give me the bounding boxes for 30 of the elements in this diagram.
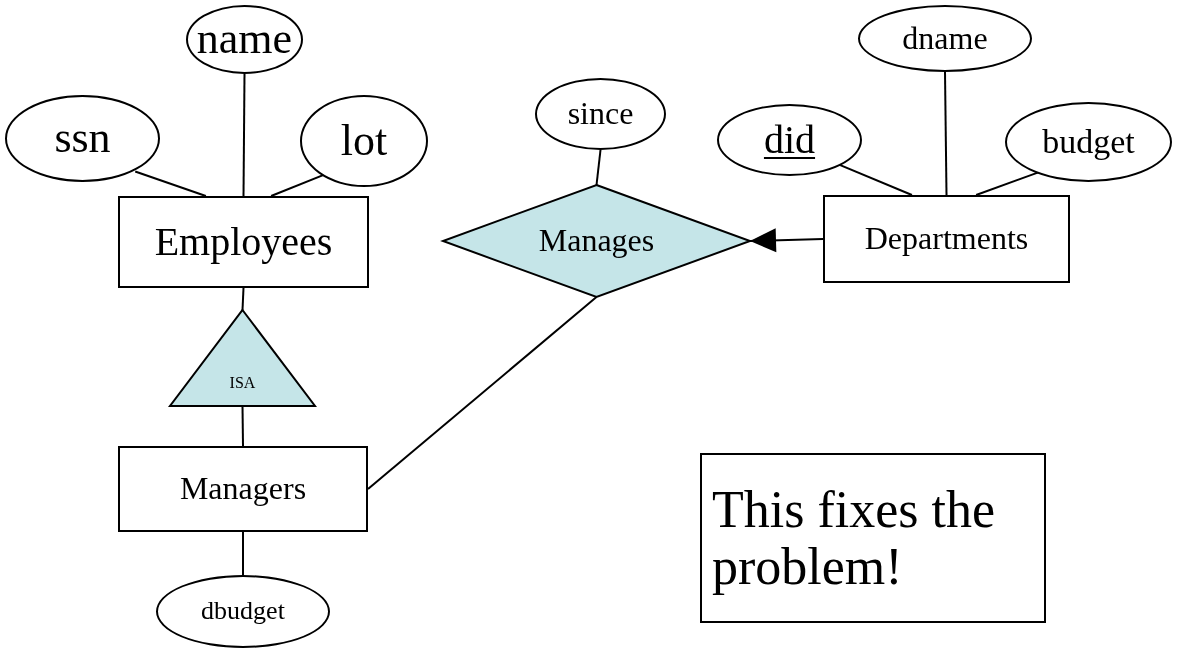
isa-label: ISA (229, 374, 256, 392)
connector-line (134, 170, 207, 197)
arrow (749, 228, 824, 253)
entity-box (118, 446, 368, 532)
connector-line (944, 71, 948, 196)
note-box (700, 453, 1046, 623)
attribute-label: lot (340, 116, 388, 166)
entity-label: Departments (864, 221, 1029, 257)
connector-line (241, 405, 244, 447)
attribute-label: dbudget (201, 597, 285, 626)
connector-line (839, 164, 913, 196)
attribute-label: dname (902, 20, 988, 57)
entity-box (823, 195, 1070, 283)
connector-line (595, 149, 602, 186)
attribute-label: since (567, 96, 634, 132)
attribute-label: name (196, 15, 293, 64)
entity-label: Managers (179, 471, 307, 507)
note-text: This fixes the problem! (712, 480, 997, 596)
relationship-diamond (443, 185, 750, 297)
connector-line (367, 296, 598, 490)
relationship-label: Manages (538, 223, 655, 259)
attribute-label: ssn (54, 114, 111, 163)
connector-line (242, 531, 244, 576)
connector-line (242, 73, 246, 197)
attribute-label: budget (1042, 123, 1135, 161)
attribute-label: did (763, 118, 816, 162)
entity-label: Employees (154, 220, 333, 264)
isa-triangle (170, 310, 315, 406)
entity-box (118, 196, 369, 288)
connector-line (241, 287, 245, 311)
